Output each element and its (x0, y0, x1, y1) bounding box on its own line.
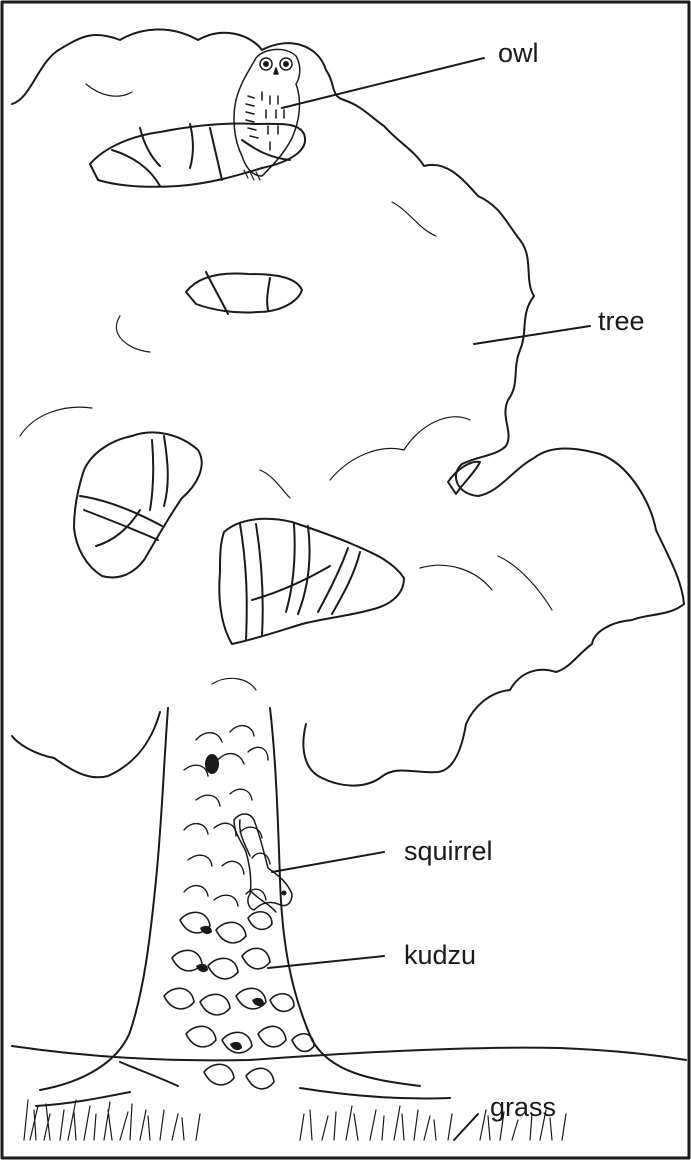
tree-label: tree (598, 306, 645, 337)
grass-tufts (24, 1100, 566, 1140)
tree-canopy (12, 29, 684, 785)
tree-leader-line (474, 326, 590, 344)
grass-label: grass (490, 1092, 556, 1123)
tree-trunk (40, 708, 420, 1090)
owl-branch-wood (112, 124, 290, 186)
owl-label: owl (498, 38, 539, 69)
owl-branch-opening (90, 123, 305, 186)
kudzu-leader-line (268, 956, 384, 968)
tree-roots (36, 1088, 450, 1106)
tree-hole (206, 755, 218, 773)
squirrel-leader-line (272, 852, 384, 872)
knot-opening (186, 274, 302, 313)
ground-line (12, 1046, 686, 1060)
owl-leader-line (282, 58, 484, 108)
grass-leader-line (454, 1114, 478, 1140)
kudzu-leaves (164, 726, 314, 1089)
notch-opening (448, 462, 480, 494)
left-branch-opening (74, 432, 202, 577)
canopy-shading (20, 84, 552, 690)
squirrel-figure (234, 814, 292, 912)
kudzu-label: kudzu (404, 940, 476, 971)
squirrel-label: squirrel (404, 836, 493, 867)
